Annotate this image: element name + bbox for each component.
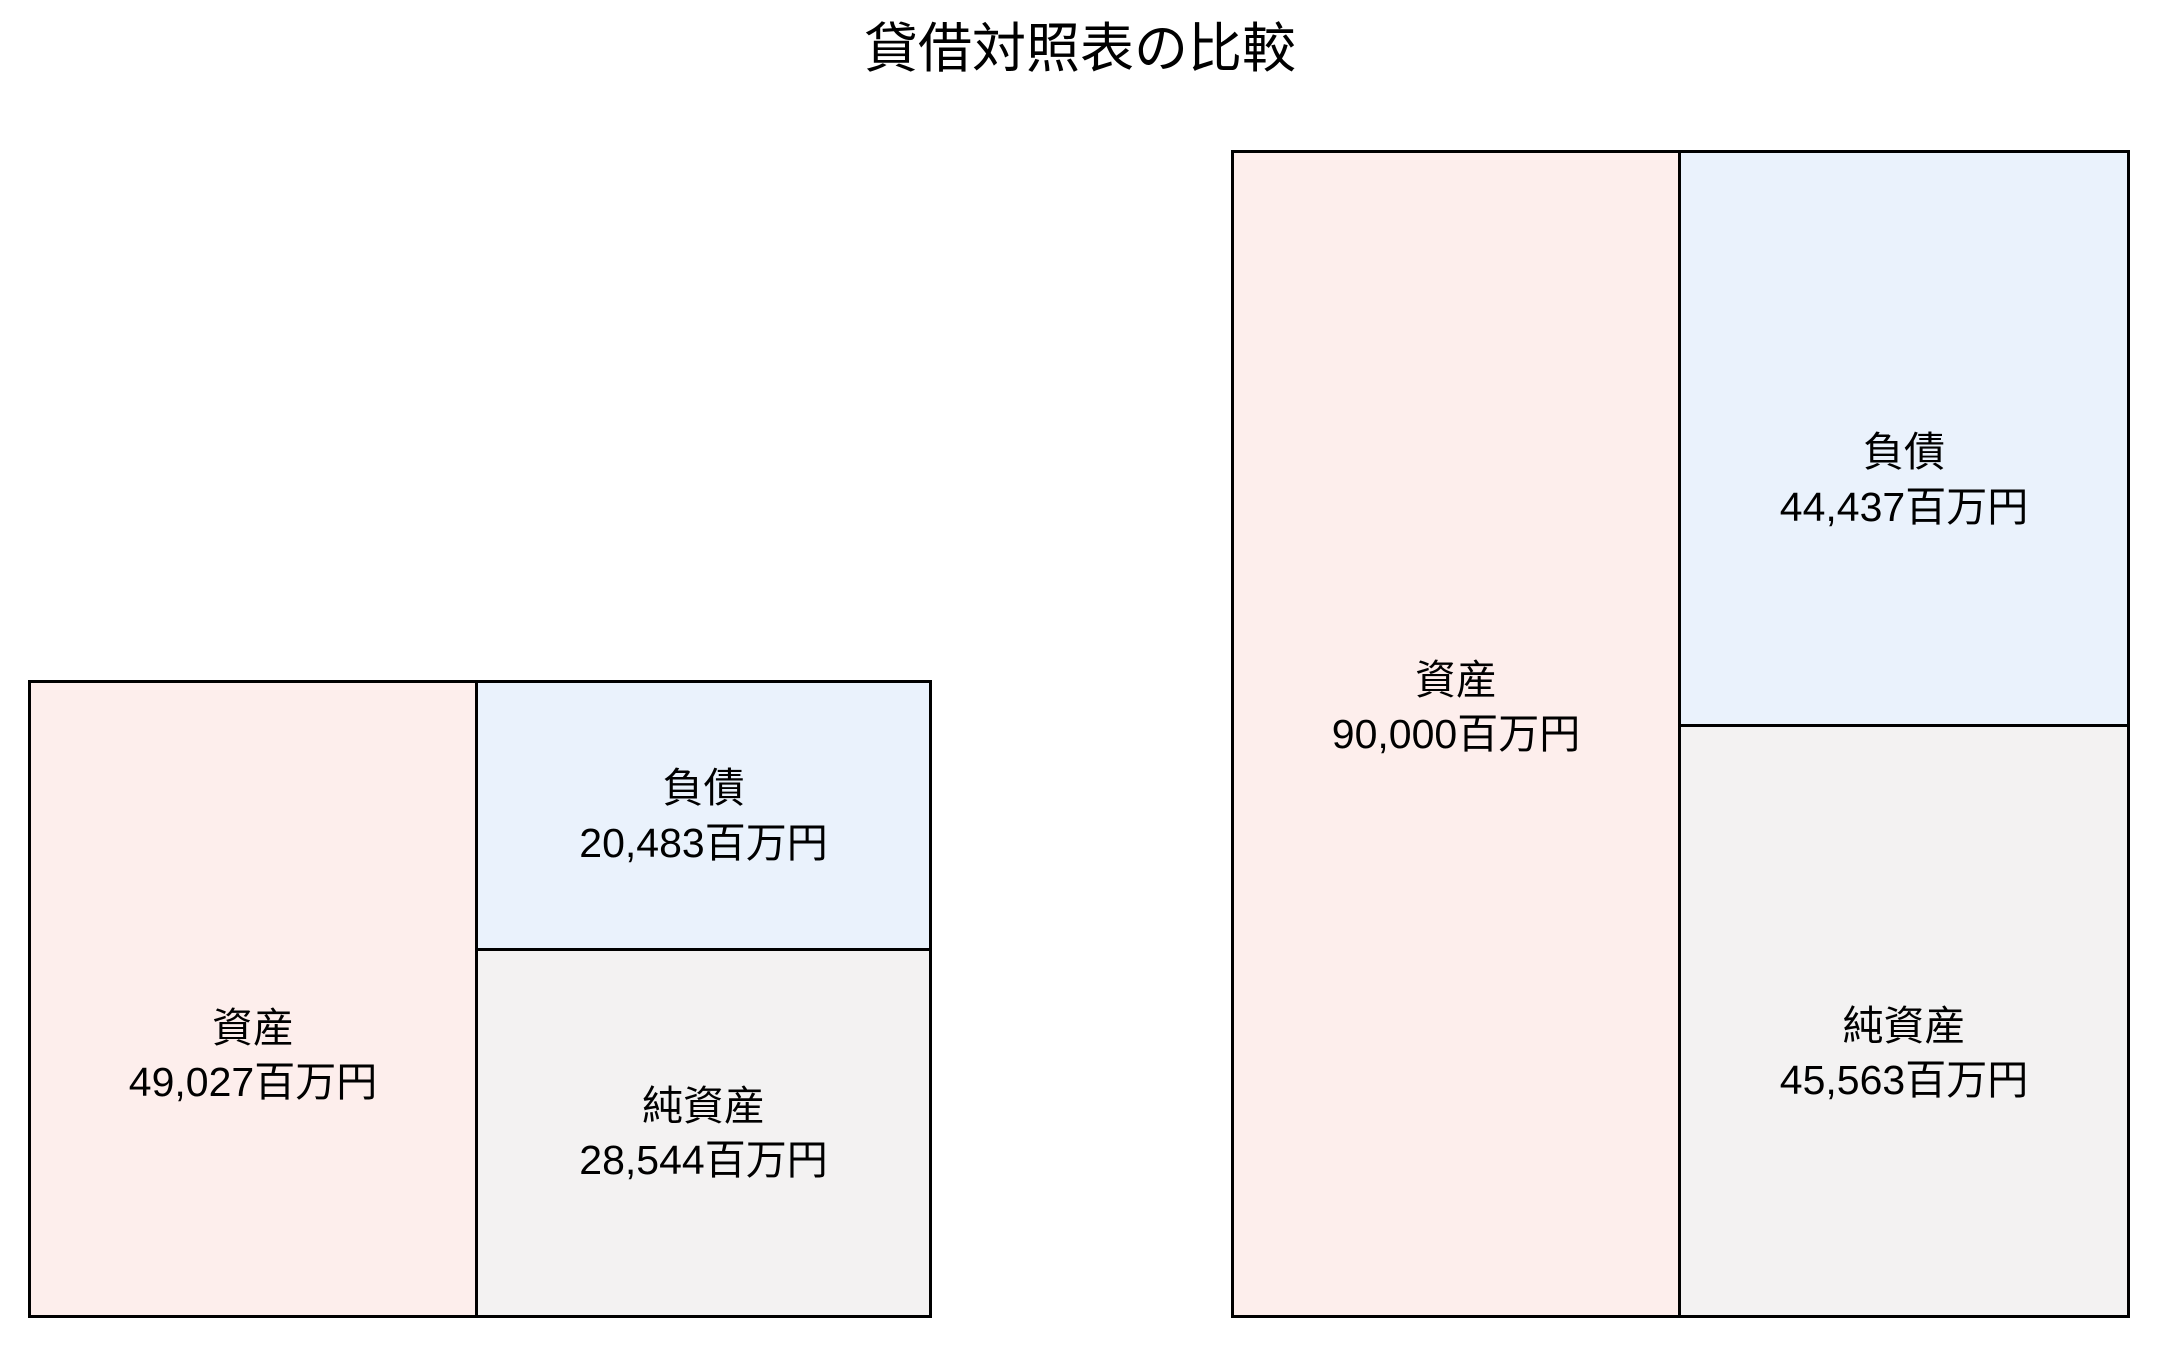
right-liabilities-box: 負債 44,437百万円 [1678,150,2130,727]
left-liabilities-box: 負債 20,483百万円 [475,680,932,951]
right-assets-name: 資産 [1415,656,1497,703]
left-liabilities-value: 20,483百万円 [579,819,828,866]
left-liabilities-label: 負債 20,483百万円 [573,761,833,869]
left-liabilities-name: 負債 [662,765,745,812]
right-net-assets-label: 純資産 45,563百万円 [1774,999,2034,1107]
right-net-assets-name: 純資産 [1842,1002,1966,1049]
right-liabilities-name: 負債 [1863,429,1945,476]
right-liabilities-value: 44,437百万円 [1779,483,2029,530]
balance-sheet-right: 資産 90,000百万円 負債 44,437百万円 純資産 45,563百万円 [1231,150,2130,1318]
page-title: 貸借対照表の比較 [864,19,1296,79]
left-assets-name: 資産 [212,1004,294,1051]
right-assets-box: 資産 90,000百万円 [1231,150,1681,1318]
right-assets-value: 90,000百万円 [1331,711,1581,757]
right-assets-label: 資産 90,000百万円 [1326,653,1586,761]
left-net-assets-value: 28,544百万円 [579,1137,828,1183]
left-net-assets-label: 純資産 28,544百万円 [573,1079,833,1187]
left-assets-label: 資産 49,027百万円 [123,1001,383,1109]
left-assets-value: 49,027百万円 [128,1059,378,1105]
balance-sheet-left: 資産 49,027百万円 負債 20,483百万円 純資産 28,544百万円 [28,680,932,1318]
right-liabilities-label: 負債 44,437百万円 [1774,425,2034,533]
right-net-assets-value: 45,563百万円 [1779,1057,2029,1103]
right-net-assets-box: 純資産 45,563百万円 [1678,724,2130,1318]
left-net-assets-box: 純資産 28,544百万円 [475,948,932,1318]
left-net-assets-name: 純資産 [642,1082,765,1129]
left-assets-box: 資産 49,027百万円 [28,680,478,1318]
